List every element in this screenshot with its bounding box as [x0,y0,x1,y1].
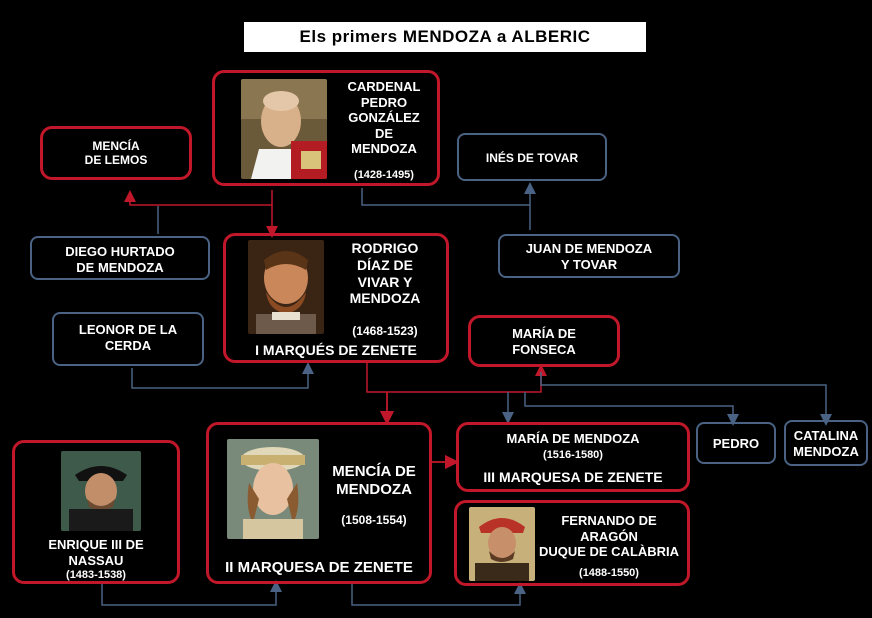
cardinal-portrait [241,79,327,179]
mencia-mendoza-title: II MARQUESA DE ZENETE [225,559,413,576]
node-ines-tovar: INÉS DE TOVAR [457,133,607,181]
enrique-portrait [61,451,141,531]
node-maria-mendoza: MARÍA DE MENDOZA (1516-1580) III MARQUES… [456,422,690,492]
juan-mendoza-name: JUAN DE MENDOZA Y TOVAR [525,241,653,272]
mencia-mendoza-name: MENCÍA DE MENDOZA [332,463,416,498]
maria-mendoza-title: III MARQUESA DE ZENETE [483,469,663,485]
node-cardenal: CARDENAL PEDRO GONZÁLEZ DE MENDOZA (1428… [212,70,440,186]
mencia-portrait [227,439,319,539]
enrique-name: ENRIQUE III DE NASSAU [48,537,144,568]
node-pedro: PEDRO [696,422,776,464]
leonor-name: LEONOR DE LA CERDA [78,322,178,353]
fernando-portrait [469,507,535,581]
line-mencia-fernando [351,582,526,606]
node-diego-hurtado: DIEGO HURTADO DE MENDOZA [30,236,210,280]
node-maria-fonseca: MARÍA DE FONSECA [468,315,620,367]
line-cardenal-ines [361,182,536,206]
node-mencia-lemos: MENCÍA DE LEMOS [40,126,192,180]
node-juan-mendoza: JUAN DE MENDOZA Y TOVAR [498,234,680,278]
mencia-lemos-name: MENCÍA DE LEMOS [84,139,148,168]
catalina-name: CATALINA MENDOZA [793,428,859,459]
maria-fonseca-name: MARÍA DE FONSECA [512,326,576,357]
node-leonor: LEONOR DE LA CERDA [52,312,204,366]
node-fernando: FERNANDO DE ARAGÓN DUQUE DE CALÀBRIA (14… [454,500,690,586]
node-mencia-mendoza: MENCÍA DE MENDOZA (1508-1554) II MARQUES… [206,422,432,584]
rodrigo-dates: (1468-1523) [352,324,418,338]
line-leonor-rodrigo [131,362,314,389]
line-cardenal-mencia [124,190,273,206]
cardenal-name: CARDENAL PEDRO GONZÁLEZ DE MENDOZA [347,79,421,157]
line-fonseca-children [524,392,739,426]
diagram-title: Els primers MENDOZA a ALBERIC [244,22,646,52]
fernando-dates: (1488-1550) [579,567,639,579]
fernando-name: FERNANDO DE ARAGÓN DUQUE DE CALÀBRIA [538,513,680,560]
node-enrique: ENRIQUE III DE NASSAU (1483-1538) [12,440,180,584]
line-fonseca-catalina [540,372,832,426]
rodrigo-title: I MARQUÉS DE ZENETE [255,342,417,358]
mencia-mendoza-dates: (1508-1554) [341,513,407,527]
enrique-dates: (1483-1538) [66,569,126,581]
pedro-name: PEDRO [712,436,760,451]
node-catalina: CATALINA MENDOZA [784,420,868,466]
rodrigo-name: RODRIGO DÍAZ DE VIVAR Y MENDOZA [349,240,421,307]
cardenal-dates: (1428-1495) [354,169,414,181]
node-rodrigo: RODRIGO DÍAZ DE VIVAR Y MENDOZA (1468-15… [223,233,449,363]
ines-tovar-name: INÉS DE TOVAR [485,151,579,165]
maria-mendoza-dates: (1516-1580) [543,449,603,461]
diego-hurtado-name: DIEGO HURTADO DE MENDOZA [65,244,175,275]
rodrigo-portrait [248,240,324,334]
line-enrique-mencia [101,580,282,606]
maria-mendoza-name: MARÍA DE MENDOZA [506,431,640,446]
